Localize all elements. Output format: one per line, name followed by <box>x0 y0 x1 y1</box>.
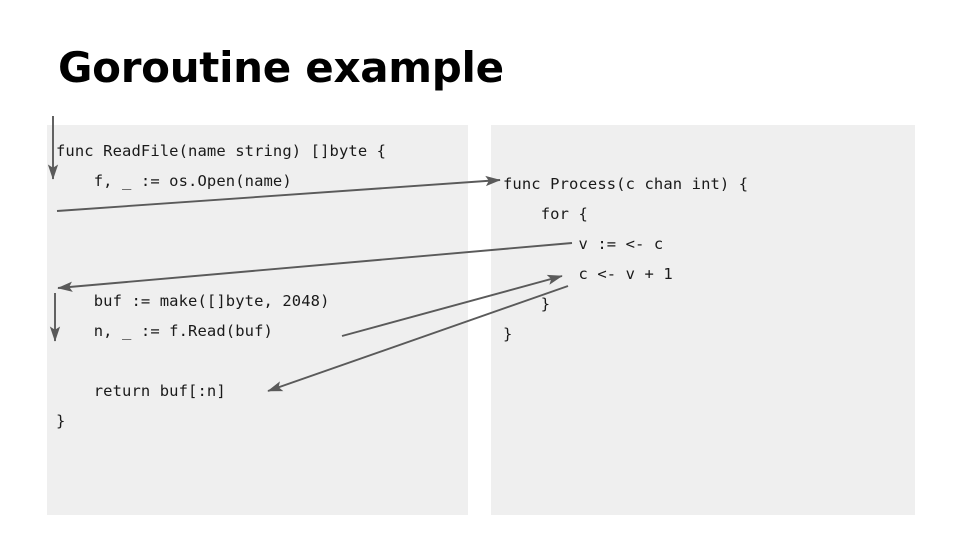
readfile-code-line-0: func ReadFile(name string) []byte { <box>56 142 387 160</box>
process-code-line-5: } <box>503 325 513 343</box>
readfile-code-line-4 <box>56 256 466 286</box>
code-listing-readfile: func ReadFile(name string) []byte { f, _… <box>56 136 466 436</box>
readfile-code-line-2 <box>56 196 466 226</box>
readfile-code-line-6: n, _ := f.Read(buf) <box>56 322 273 340</box>
readfile-code-line-1: f, _ := os.Open(name) <box>56 172 292 190</box>
readfile-code-line-9: } <box>56 412 66 430</box>
process-code-line-4: } <box>503 295 551 313</box>
readfile-code-line-8: return buf[:n] <box>56 382 226 400</box>
process-code-line-2: v := <- c <box>503 235 664 253</box>
readfile-code-line-5: buf := make([]byte, 2048) <box>56 292 330 310</box>
process-code-line-1: for { <box>503 205 588 223</box>
readfile-code-line-7 <box>56 346 466 376</box>
process-code-line-0: func Process(c chan int) { <box>503 175 749 193</box>
page-title: Goroutine example <box>58 43 504 92</box>
readfile-code-line-3 <box>56 226 466 256</box>
process-code-line-3: c <- v + 1 <box>503 265 673 283</box>
code-listing-process: func Process(c chan int) { for { v := <-… <box>503 169 903 349</box>
